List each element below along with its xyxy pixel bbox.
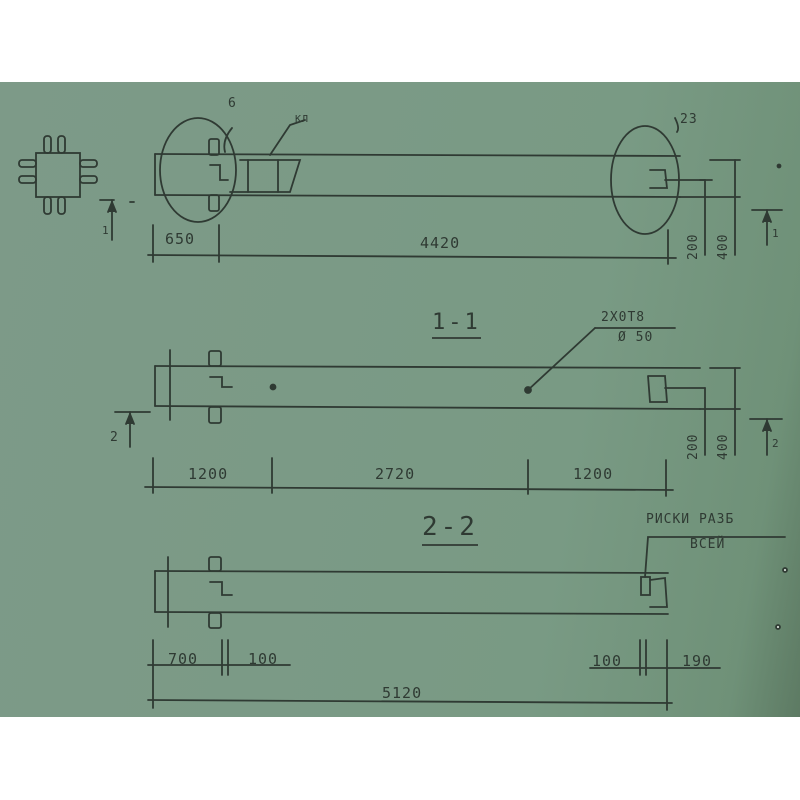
dim-1200-right: 1200 (573, 465, 614, 483)
dim-2720: 2720 (375, 465, 416, 483)
callout-detail-6: 6 (228, 96, 237, 111)
callout-rebar-mark: КЛ (295, 114, 310, 125)
section-mark-1-left: 1 (102, 224, 110, 237)
leader-diameter: Ø 50 (618, 330, 654, 345)
dim-100-left: 100 (248, 650, 279, 668)
dim-s11-400: 400 (716, 433, 731, 460)
dim-plan-400: 400 (716, 233, 731, 260)
dim-4420: 4420 (420, 234, 461, 252)
section-2-2-beam (147, 536, 786, 711)
drawing-sheet: 6 23 КЛ 650 4420 200 400 1 1 1-1 2X0Т8 Ø… (0, 82, 800, 717)
note-line-2: ВСЕЙ (690, 537, 726, 552)
section-1-1-title: 1-1 (432, 310, 481, 339)
leader-rebar-spec: 2X0Т8 (601, 310, 646, 325)
section-arrow-1-right (751, 209, 783, 246)
section-arrow-2-right (749, 418, 783, 456)
dim-s11-200: 200 (686, 433, 701, 460)
dim-1200-left: 1200 (188, 465, 229, 483)
section-mark-2-left: 2 (110, 430, 119, 445)
dim-650: 650 (165, 230, 196, 248)
section-mark-1-right: 1 (772, 227, 780, 240)
dim-plan-200: 200 (686, 233, 701, 260)
dim-190: 190 (682, 652, 713, 670)
dim-5120: 5120 (382, 684, 423, 702)
plan-beam (147, 117, 741, 265)
section-2-2-title: 2-2 (422, 512, 478, 546)
cross-section-icon (18, 135, 98, 215)
section-mark-2-right: 2 (772, 437, 780, 450)
note-line-1: РИСКИ РАЗБ (646, 512, 735, 527)
dim-100-right: 100 (592, 652, 623, 670)
section-1-1-beam (144, 327, 741, 497)
dim-700: 700 (168, 650, 199, 668)
section-arrow-2-left (114, 411, 151, 448)
callout-detail-23: 23 (680, 112, 698, 127)
drawing-lines (18, 117, 788, 711)
section-arrow-1-left (99, 199, 135, 241)
